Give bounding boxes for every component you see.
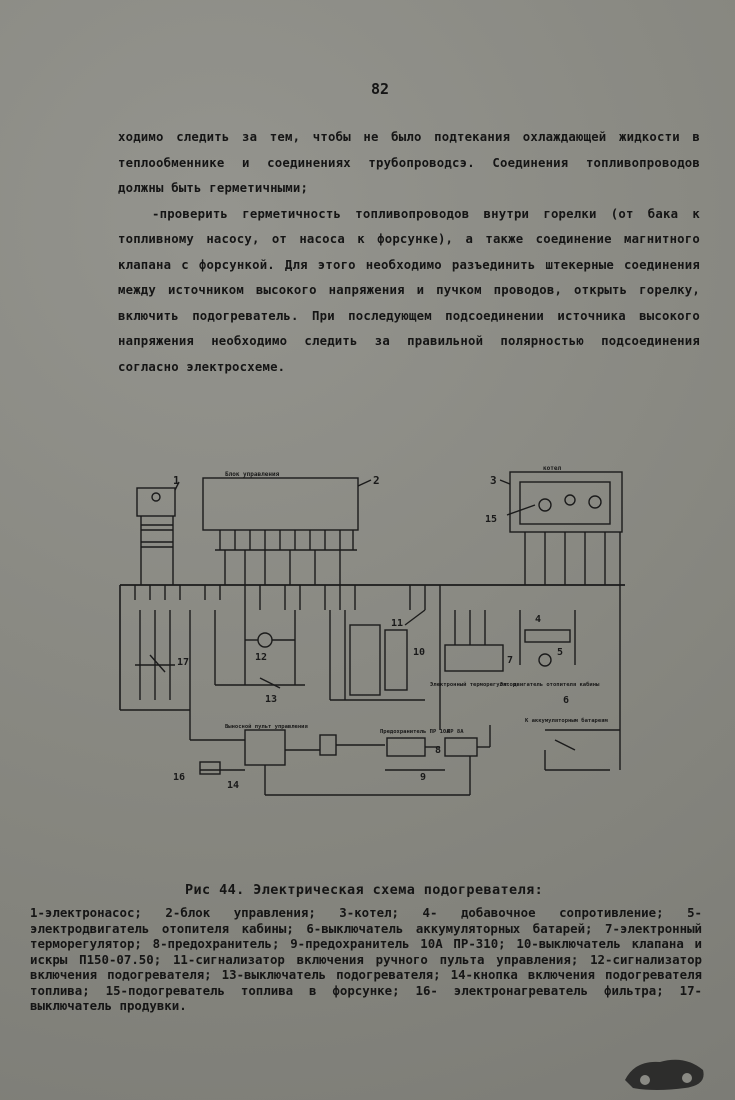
label-fuse-b: ПР 8А	[447, 729, 464, 735]
battery-switch-6	[544, 690, 621, 771]
paragraph-1: ходимо следить за тем, чтобы не было под…	[118, 130, 700, 195]
resistor-motor	[519, 610, 576, 667]
page-number: 82	[370, 80, 390, 98]
control-block	[202, 477, 372, 585]
electrical-schematic: 1 2 3 4 5 6 7 8 9 10 11 12 13 14 15 16 1…	[119, 465, 625, 796]
module-10-11	[329, 609, 426, 701]
label-6: 6	[563, 695, 569, 706]
label-1: 1	[173, 474, 180, 487]
body-text: ходимо следить за тем, чтобы не было под…	[118, 125, 700, 380]
label-12: 12	[255, 652, 267, 663]
label-boiler: котел	[543, 465, 561, 472]
paragraph-2: -проверить герметичность топливопроводов…	[118, 206, 700, 374]
label-7: 7	[507, 655, 513, 666]
boiler-unit	[499, 471, 623, 585]
label-15: 15	[485, 514, 497, 525]
label-control-block: Блок управления	[225, 471, 280, 478]
label-11: 11	[391, 618, 403, 629]
label-8: 8	[435, 745, 441, 756]
label-16: 16	[173, 772, 185, 783]
label-5: 5	[557, 647, 563, 658]
label-manual-panel: Выносной пульт управления	[225, 724, 308, 730]
label-13: 13	[265, 694, 277, 705]
label-14: 14	[227, 780, 239, 791]
label-motor: Эл. двигатель отопителя кабины	[500, 681, 600, 688]
label-to-battery: К аккумуляторным батареям	[525, 717, 608, 724]
fuses-8-9	[385, 725, 491, 795]
branch-wires	[134, 585, 621, 730]
switch-17	[120, 610, 191, 740]
junction-14-16	[190, 729, 470, 796]
thermo-regulator-7	[444, 610, 504, 672]
figure-caption-title: Рис 44. Электрическая схема подогревател…	[185, 882, 544, 898]
figure-legend: 1-электронасос; 2-блок управления; 3-кот…	[30, 905, 702, 1013]
label-9: 9	[420, 772, 426, 783]
label-thermo: Электронный терморегулятор	[430, 682, 517, 688]
label-3: 3	[490, 474, 497, 487]
label-10: 10	[413, 647, 425, 658]
label-17: 17	[177, 657, 189, 668]
label-2: 2	[373, 474, 380, 487]
label-4: 4	[535, 614, 541, 625]
pump-unit	[136, 481, 180, 585]
signal-12-switch-13	[214, 610, 305, 689]
stamp-mark	[625, 1059, 704, 1090]
label-fuse-a: Предохранитель ПР 10А	[380, 729, 450, 735]
